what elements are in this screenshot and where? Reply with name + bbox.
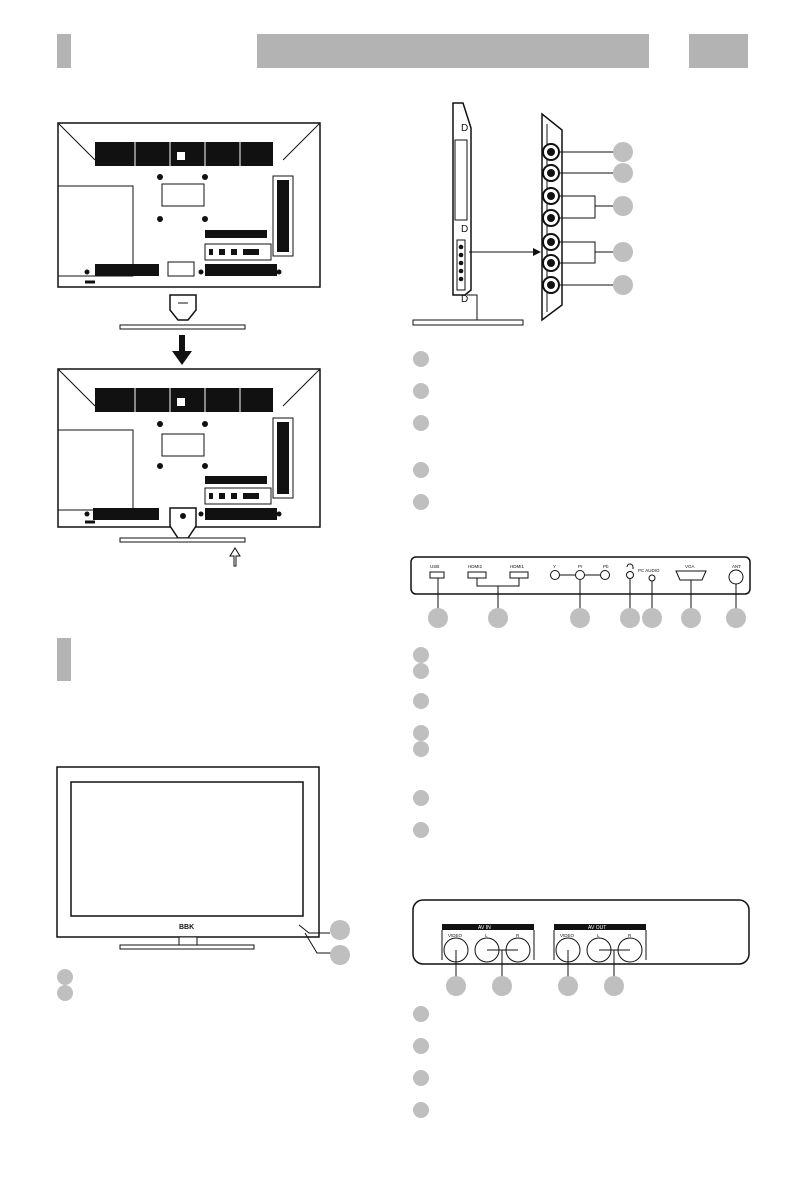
callout-av-2	[492, 976, 512, 996]
bullet-side-4	[413, 462, 429, 478]
label-usb: USB	[430, 564, 439, 569]
header-left-bar	[57, 34, 71, 68]
bullet-back-3	[413, 693, 429, 709]
tv-side-view-illustration: D D D	[412, 102, 615, 326]
bullet-side-1	[413, 351, 429, 367]
section-bar	[57, 638, 71, 681]
svg-text:D: D	[461, 123, 468, 134]
header-right-bar	[689, 34, 748, 68]
callout-back-7	[726, 608, 746, 628]
label-pb: Pb	[603, 564, 609, 569]
bullet-back-4	[413, 725, 429, 741]
callout-side-5	[613, 275, 633, 295]
brand-logo: BBK	[179, 924, 194, 931]
callout-av-3	[558, 976, 578, 996]
bullet-av-2	[413, 1038, 429, 1054]
av-in-video-label: VIDEO	[448, 933, 463, 938]
bullet-back-7	[413, 822, 429, 838]
callout-back-3	[570, 608, 590, 628]
bullet-side-3	[413, 415, 429, 431]
av-connector-panel: AV IN AV OUT VIDEO L R VIDEO L R	[412, 899, 750, 980]
av-in-title: AV IN	[478, 925, 491, 931]
label-hdmi2: HDMI2	[468, 564, 482, 569]
callout-av-1	[446, 976, 466, 996]
label-y: Y	[553, 564, 556, 569]
back-connector-panel: USB HDMI2 HDMI1 Y Pr Pb PC AUDIO VGA ANT	[410, 556, 751, 609]
label-pr: Pr	[578, 564, 583, 569]
tv-back-illustration-bottom	[57, 368, 321, 567]
svg-text:D: D	[461, 224, 468, 235]
tv-front-illustration: BBK	[56, 766, 337, 954]
bullet-front-1	[57, 969, 73, 985]
callout-back-6	[681, 608, 701, 628]
down-arrow-icon	[172, 335, 192, 365]
bullet-av-1	[413, 1006, 429, 1022]
av-out-video-label: VIDEO	[560, 933, 575, 938]
label-pc-audio: PC AUDIO	[638, 568, 660, 573]
callout-front-1	[330, 920, 350, 940]
callout-side-4	[613, 242, 633, 262]
callout-back-4	[620, 608, 640, 628]
bullet-back-6	[413, 790, 429, 806]
callout-front-2	[330, 945, 350, 965]
av-in-l-label: L	[485, 933, 488, 938]
bullet-av-3	[413, 1070, 429, 1086]
bullet-side-5	[413, 494, 429, 510]
av-in-r-label: R	[516, 933, 520, 938]
av-out-title: AV OUT	[588, 925, 606, 931]
callout-back-1	[428, 608, 448, 628]
label-hdmi1: HDMI1	[510, 564, 524, 569]
header-center-bar	[257, 34, 649, 68]
bullet-front-2	[57, 985, 73, 1001]
bullet-back-5	[413, 741, 429, 757]
callout-side-1	[613, 142, 633, 162]
label-vga: VGA	[685, 564, 695, 569]
svg-text:D: D	[461, 294, 468, 305]
av-out-r-label: R	[628, 933, 632, 938]
callout-side-2	[613, 163, 633, 183]
bullet-back-2	[413, 663, 429, 679]
bullet-side-2	[413, 383, 429, 399]
av-out-l-label: L	[597, 933, 600, 938]
callout-av-4	[604, 976, 624, 996]
callout-back-5	[642, 608, 662, 628]
callout-side-3	[613, 196, 633, 216]
bullet-back-1	[413, 647, 429, 663]
callout-back-2	[488, 608, 508, 628]
tv-back-illustration-top	[57, 122, 321, 330]
label-ant: ANT	[732, 564, 741, 569]
bullet-av-4	[413, 1102, 429, 1118]
